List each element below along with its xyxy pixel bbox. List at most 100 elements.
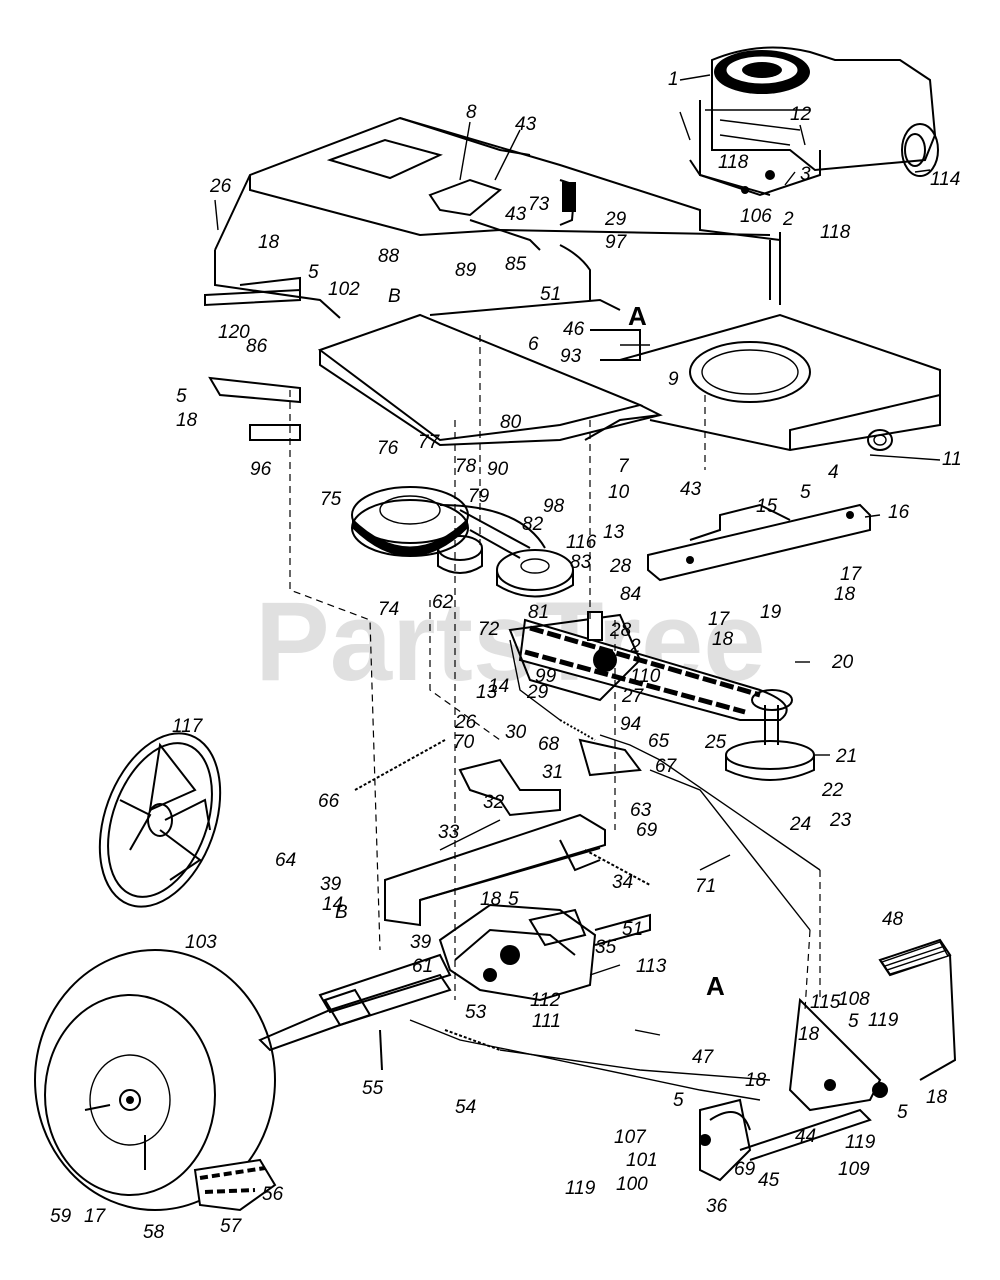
callout-110: 110: [630, 666, 661, 687]
rear-tire: [34, 949, 277, 1212]
callout-5: 5: [848, 1011, 859, 1032]
callout-117: 117: [172, 716, 204, 737]
frame: [214, 116, 941, 452]
callout-99: 99: [535, 666, 557, 687]
callout-72: 72: [478, 619, 500, 640]
callout-5: 5: [800, 482, 811, 503]
callout-83: 83: [570, 552, 592, 573]
callout-59: 59: [50, 1206, 72, 1227]
callout-47: 47: [692, 1047, 715, 1068]
transaxle: [258, 903, 651, 1071]
pedal-assembly: [699, 938, 957, 1182]
callout-33: 33: [438, 822, 460, 843]
callout-14: 14: [322, 894, 343, 915]
callout-93: 93: [560, 346, 582, 367]
callout-25: 25: [704, 732, 727, 753]
callout-76: 76: [377, 438, 399, 459]
callout-58: 58: [143, 1222, 165, 1243]
callout-70: 70: [453, 732, 475, 753]
callout-39: 39: [320, 874, 342, 895]
callout-26: 26: [209, 176, 232, 197]
callout-39: 39: [410, 932, 432, 953]
callout-94: 94: [620, 714, 641, 735]
callout-5: 5: [308, 262, 319, 283]
callout-108: 108: [838, 989, 870, 1010]
callout-114: 114: [930, 169, 960, 190]
callout-78: 78: [455, 456, 477, 477]
callout-84: 84: [620, 584, 641, 605]
callout-3: 3: [800, 164, 811, 185]
callout-34: 34: [612, 872, 633, 893]
callout-56: 56: [262, 1184, 284, 1205]
hub-cap-103: [98, 732, 222, 908]
callout-44: 44: [795, 1126, 816, 1147]
callout-18: 18: [712, 629, 734, 650]
callout-79: 79: [468, 486, 490, 507]
callout-16: 16: [888, 502, 910, 523]
callout-74: 74: [378, 599, 399, 620]
callout-107: 107: [614, 1127, 647, 1148]
callout-13: 13: [476, 682, 498, 703]
callout-8: 8: [466, 102, 477, 123]
callout-111: 111: [532, 1011, 561, 1032]
callout-labels: 1 12 118 3 114 106 2 118 8 43 26 73 43 2…: [50, 69, 962, 1243]
callout-61: 61: [412, 956, 433, 977]
callout-35: 35: [595, 937, 617, 958]
callout-10: 10: [608, 482, 630, 503]
callout-115: 115: [810, 992, 841, 1013]
callout-71: 71: [695, 876, 716, 897]
callout-53: 53: [465, 1002, 487, 1023]
callout-57: 57: [220, 1216, 243, 1237]
callout-5: 5: [897, 1102, 908, 1123]
callout-96: 96: [250, 459, 272, 480]
callout-1: 1: [668, 69, 679, 90]
callout-82: 82: [522, 514, 544, 535]
guide-lines: [289, 335, 821, 1011]
callout-B: B: [335, 902, 348, 923]
callout-77: 77: [418, 432, 441, 453]
callout-69: 69: [734, 1159, 756, 1180]
callout-17: 17: [840, 564, 863, 585]
callout-A: A: [628, 301, 647, 331]
callout-109: 109: [838, 1159, 870, 1180]
callout-65: 65: [648, 731, 670, 752]
callout-102: 102: [328, 279, 360, 300]
brake-bracket: [384, 738, 642, 927]
callout-6: 6: [528, 334, 539, 355]
callout-5: 5: [508, 889, 519, 910]
callout-81: 81: [528, 602, 549, 623]
callout-32: 32: [483, 792, 505, 813]
callout-98: 98: [543, 496, 565, 517]
callout-28: 28: [609, 620, 632, 641]
callout-5: 5: [176, 386, 187, 407]
callout-97: 97: [605, 232, 628, 253]
callout-88: 88: [378, 246, 400, 267]
callout-101: 101: [626, 1150, 658, 1171]
callout-29: 29: [526, 682, 549, 703]
callout-18: 18: [176, 410, 198, 431]
bracket-16: [647, 503, 871, 582]
callout-2: 2: [782, 209, 794, 230]
callout-45: 45: [758, 1170, 780, 1191]
callout-4: 4: [828, 462, 839, 483]
callout-55: 55: [362, 1078, 384, 1099]
callout-100: 100: [616, 1174, 648, 1195]
callout-54: 54: [455, 1097, 476, 1118]
callout-51: 51: [622, 919, 643, 940]
callout-A: A: [706, 971, 725, 1001]
callout-18: 18: [745, 1070, 767, 1091]
linkage: [204, 178, 641, 441]
engine: [679, 46, 939, 197]
callout-43: 43: [515, 114, 537, 135]
callout-68: 68: [538, 734, 560, 755]
callout-63: 63: [630, 800, 652, 821]
callout-48: 48: [882, 909, 904, 930]
callout-103: 103: [185, 932, 217, 953]
callout-28: 28: [609, 556, 632, 577]
callout-30: 30: [505, 722, 527, 743]
callout-36: 36: [706, 1196, 728, 1217]
callout-67: 67: [655, 756, 678, 777]
callout-26: 26: [454, 712, 477, 733]
callout-9: 9: [668, 369, 679, 390]
callout-119: 119: [565, 1178, 596, 1199]
